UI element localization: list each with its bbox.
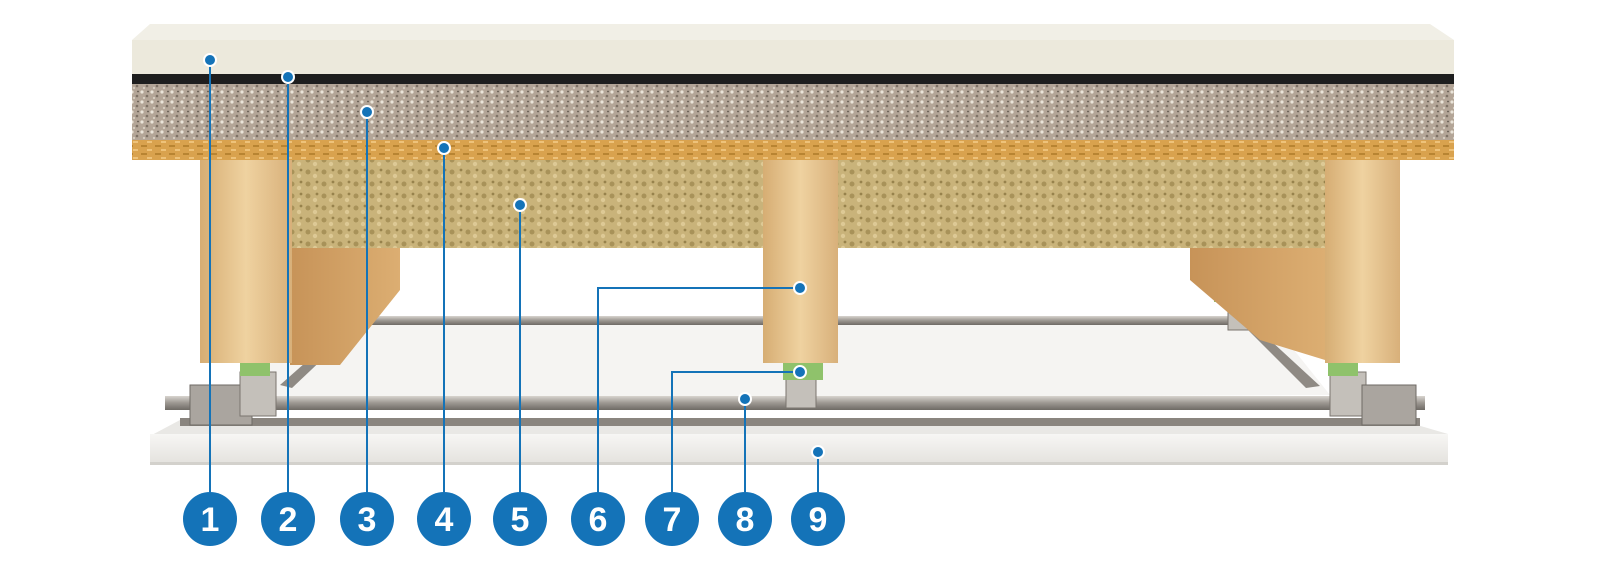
separation-membrane (132, 74, 1454, 84)
callout-number-8: 8 (736, 501, 755, 539)
screed-board (132, 24, 1454, 74)
callout-4: 4 (417, 141, 471, 546)
leader-dot-2 (281, 70, 295, 84)
callout-number-6: 6 (589, 501, 608, 539)
leader-dot-3 (360, 105, 374, 119)
callout-1: 1 (183, 53, 237, 546)
granulate-fill (132, 84, 1454, 140)
callout-number-5: 5 (511, 501, 530, 539)
callout-6: 6 (571, 281, 807, 546)
leader-dot-4 (437, 141, 451, 155)
callout-8: 8 (718, 392, 772, 546)
callout-badge-7 (645, 492, 699, 546)
back-joists (290, 245, 1325, 365)
callout-badge-9 (791, 492, 845, 546)
leader-dot-1 (203, 53, 217, 67)
callout-badge-4 (417, 492, 471, 546)
callout-number-9: 9 (809, 501, 828, 539)
leader-dot-7 (793, 365, 807, 379)
ceiling-board (150, 420, 1448, 465)
callout-badge-5 (493, 492, 547, 546)
callout-number-4: 4 (435, 501, 454, 539)
callout-7: 7 (645, 365, 807, 546)
callout-3: 3 (340, 105, 394, 546)
leader-dot-8 (738, 392, 752, 406)
callout-badge-8 (718, 492, 772, 546)
leader-dot-9 (811, 445, 825, 459)
callout-layer: 1 2 3 4 5 6 7 8 9 (183, 53, 845, 546)
leader-dot-6 (793, 281, 807, 295)
callout-number-7: 7 (663, 501, 682, 539)
callout-number-2: 2 (279, 501, 298, 539)
callout-badge-3 (340, 492, 394, 546)
callout-badge-6 (571, 492, 625, 546)
leader-line-7 (671, 371, 800, 492)
callout-2: 2 (261, 70, 315, 546)
osb-board (132, 140, 1454, 160)
mineral-wool-insulation (292, 160, 1325, 248)
callout-badge-1 (183, 492, 237, 546)
callout-5: 5 (493, 198, 547, 546)
callout-number-3: 3 (358, 501, 377, 539)
leader-dot-5 (513, 198, 527, 212)
callout-number-1: 1 (201, 501, 220, 539)
timber-joists (200, 158, 1400, 363)
leader-line-6 (597, 287, 800, 492)
callout-9: 9 (791, 445, 845, 546)
callout-badge-2 (261, 492, 315, 546)
